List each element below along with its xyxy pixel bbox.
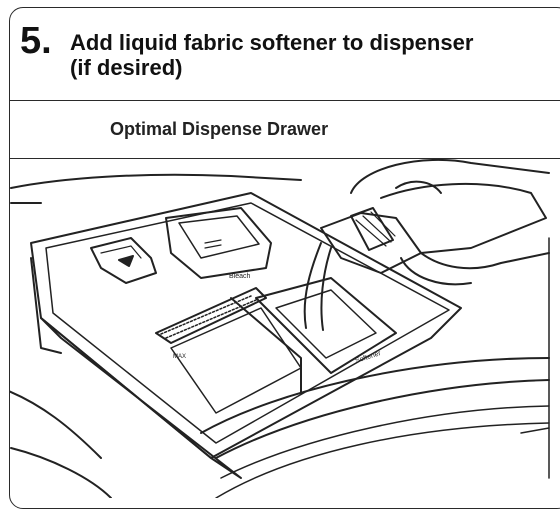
step-number: 5. [20,20,52,62]
machine-top-outline [10,173,302,189]
pour-stream [303,242,332,331]
instruction-card: 5. Add liquid fabric softener to dispens… [9,7,560,509]
softener-compartment: Softener [255,277,397,374]
washer-front-panel [200,357,550,498]
step-title: Add liquid fabric softener to dispenser … [70,30,550,81]
drawer-body [30,192,462,459]
max-label: MAX [173,354,186,360]
drawer-left-rail [30,257,62,354]
background-curve-2 [10,447,112,498]
hand-illustration [350,158,550,286]
section-subheader: Optimal Dispense Drawer [10,100,560,159]
divider [230,297,302,394]
bleach-compartment: Bleach [165,207,272,280]
step-title-line1: Add liquid fabric softener to dispenser [70,30,474,55]
bleach-label: Bleach [229,273,251,280]
drawer-front-lip [40,317,242,479]
step-header: 5. Add liquid fabric softener to dispens… [10,8,560,101]
grip-handle [90,237,157,284]
softener-label: Softener [354,350,382,365]
dispenser-drawer-illustration: Bleach MAX Softener [10,158,550,498]
subheader-label: Optimal Dispense Drawer [110,119,329,139]
background-curve [10,390,102,459]
step-title-line2: (if desired) [70,55,183,81]
